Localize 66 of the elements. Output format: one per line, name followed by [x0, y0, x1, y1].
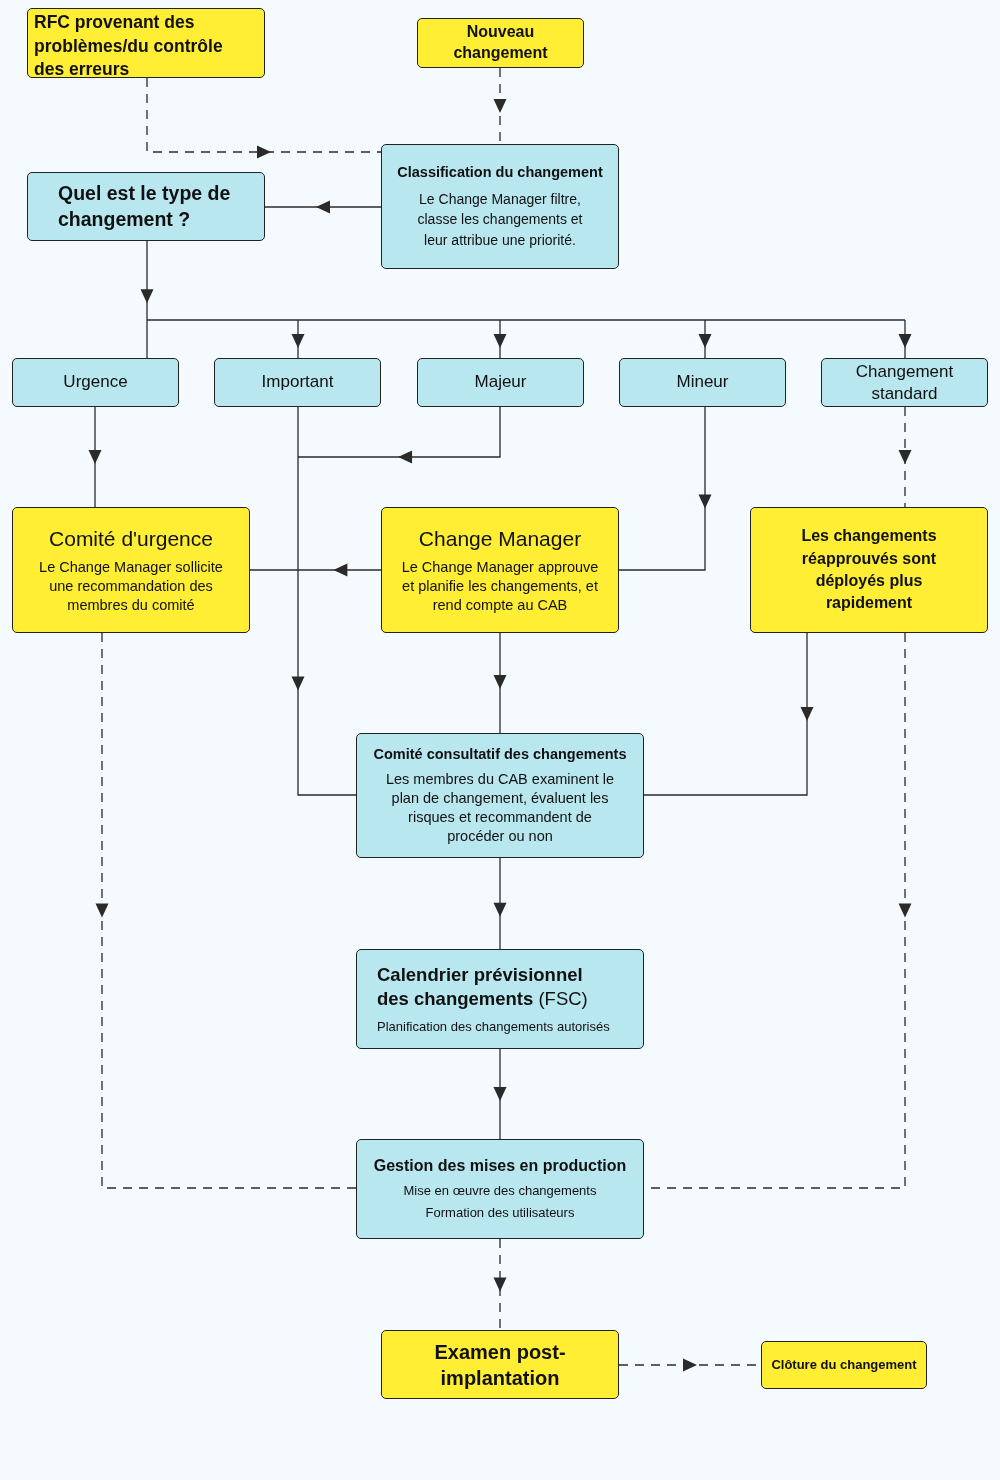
box-label: Quel est le type de changement ?: [58, 181, 232, 232]
process-box: [12, 358, 179, 407]
box-title: Gestion des mises en production: [373, 1155, 627, 1176]
box-label: Majeur: [474, 371, 527, 394]
process-box: [750, 507, 988, 633]
box-label: Nouveau changement: [452, 22, 549, 63]
box-title: Classification du changement: [397, 163, 603, 182]
process-box: [381, 144, 619, 269]
arrow: [493, 319, 507, 359]
arrow: [698, 319, 712, 359]
process-box: [12, 507, 250, 633]
box-text: Le Change Manager sollicite une recommandation des membres du comité: [38, 558, 224, 615]
arrow: [898, 406, 912, 508]
box-text: Planification des changements autorisés: [377, 1018, 610, 1036]
connector-line: [146, 319, 148, 359]
box-title: Comité consultatif des changements: [373, 745, 627, 765]
process-box: [761, 1341, 927, 1389]
box-title: Calendrier prévisionnel des changements (FSC): [377, 962, 589, 1011]
box-title: Change Manager: [418, 526, 582, 553]
process-box: [27, 8, 265, 78]
arrow: [493, 1048, 507, 1140]
connector-line: [297, 406, 299, 458]
arrow: [297, 406, 501, 464]
process-box: [356, 733, 644, 858]
box-title: Comité d'urgence: [49, 526, 213, 553]
box-label: Changement standard: [854, 361, 955, 404]
box-text: Le Change Manager filtre, classe les changements et leur attribue une priorité.: [416, 189, 584, 250]
box-label: Clôture du changement: [771, 1356, 917, 1374]
arrow: [264, 200, 382, 214]
arrow: [493, 1238, 507, 1331]
arrow: [140, 240, 154, 321]
connector-line: [704, 319, 906, 321]
process-box: [821, 358, 988, 407]
box-text: Mise en œuvre des changements: [403, 1182, 597, 1200]
arrow: [643, 632, 814, 796]
process-box: [356, 949, 644, 1049]
box-text: Formation des utilisateurs: [425, 1205, 575, 1223]
box-text: Les membres du CAB examinent le plan de changement, évaluent les risques et recommandent de procéder ou non: [384, 770, 616, 846]
process-box: [417, 18, 584, 68]
process-box: [356, 1139, 644, 1239]
connector-line: [499, 319, 706, 321]
process-box: [381, 507, 619, 633]
arrow: [146, 77, 382, 159]
box-label: RFC provenant des problèmes/du contrôle des erreurs: [34, 11, 224, 82]
process-box: [214, 358, 381, 407]
process-box: [381, 1330, 619, 1399]
connector-line: [297, 319, 501, 321]
process-box: [619, 358, 786, 407]
arrow: [898, 319, 912, 359]
box-label: Les changements réapprouvés sont déployés plus rapidement: [800, 526, 938, 614]
arrow: [493, 632, 507, 734]
arrow: [249, 563, 382, 577]
arrow: [95, 632, 357, 1189]
box-label: Examen post-implantation: [433, 1339, 567, 1391]
box-text: Le Change Manager approuve et planifie les changements, et rend compte au CAB: [400, 558, 600, 615]
arrow: [291, 456, 357, 796]
box-label: Urgence: [63, 371, 128, 394]
arrow: [493, 857, 507, 950]
process-box: [417, 358, 584, 407]
process-box: [27, 172, 265, 241]
arrow: [291, 319, 305, 359]
arrow: [88, 406, 102, 508]
arrow: [618, 406, 712, 571]
box-label: Important: [261, 371, 334, 394]
box-label: Mineur: [676, 371, 729, 394]
connector-line: [146, 319, 299, 321]
